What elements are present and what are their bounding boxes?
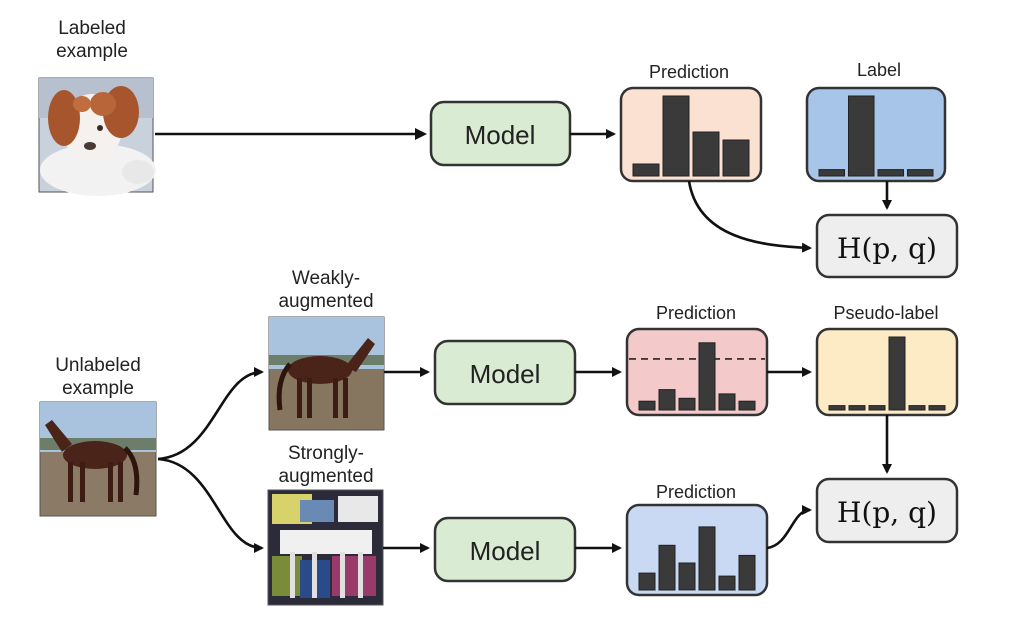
- strong-prediction-bar-1: [638, 572, 656, 591]
- top-prediction-bar-4: [722, 139, 750, 177]
- weak-prediction-bar-5: [718, 393, 736, 411]
- arrow-unlabeled-to-strong: [157, 457, 264, 553]
- unlabeled-horse-image: [39, 401, 157, 517]
- weak-prediction-bar-2: [658, 389, 676, 411]
- strong-prediction-title: Prediction: [656, 482, 736, 502]
- weak-prediction-bar-1: [638, 400, 656, 411]
- pseudo-label-bar-5: [908, 405, 926, 411]
- model-label-top: Model: [465, 120, 536, 150]
- pseudo-label-bar-2: [848, 405, 866, 411]
- top-prediction-bar-3: [692, 131, 720, 177]
- strong-caption-line1: Strongly-: [288, 443, 364, 464]
- model-label-weak: Model: [470, 359, 541, 389]
- labeled-caption-line2: example: [56, 41, 128, 62]
- loss-label-bottom: H(p, q): [837, 496, 937, 529]
- pseudo-label-bar-3: [868, 405, 886, 411]
- top-prediction-bar-2: [662, 95, 690, 177]
- label-title: Label: [857, 60, 901, 80]
- pseudo-label-bar-1: [828, 405, 846, 411]
- weak-caption-line1: Weakly-: [292, 268, 360, 289]
- top-prediction-title: Prediction: [649, 62, 729, 82]
- strong-caption-line2: augmented: [278, 466, 373, 487]
- arrow-unlabeled-to-weak: [157, 367, 264, 461]
- strong-horse-image: [267, 489, 384, 606]
- weak-horse-image: [268, 316, 385, 431]
- weak-prediction-bar-3: [678, 397, 696, 411]
- top-prediction-bars: [632, 95, 750, 177]
- label-bar-4: [907, 169, 934, 177]
- strong-prediction-bar-3: [678, 562, 696, 591]
- pseudo-label-bar-4: [888, 336, 906, 411]
- weak-prediction-bars: [638, 342, 756, 411]
- unlabeled-caption-line1: Unlabeled: [55, 355, 141, 376]
- model-box-top: Model: [429, 100, 572, 167]
- top-prediction-bar-1: [632, 163, 660, 177]
- pseudo-label-bar-6: [928, 405, 946, 411]
- loss-box-bottom: H(p, q): [815, 477, 959, 544]
- arrow-prediction-to-loss: [687, 180, 812, 253]
- weak-caption-line2: augmented: [278, 291, 373, 312]
- strong-prediction-bars: [638, 526, 756, 591]
- weak-prediction-bar-4: [698, 342, 716, 411]
- weak-prediction-bar-6: [738, 400, 756, 411]
- label-bars: [818, 95, 934, 177]
- loss-label-top: H(p, q): [837, 232, 937, 265]
- pseudo-label-box: [815, 327, 959, 417]
- labeled-caption-line1: Labeled: [58, 18, 126, 39]
- pseudo-label-bars: [828, 336, 946, 411]
- arrow-strong-prediction-to-loss: [766, 505, 812, 550]
- label-bar-2: [848, 95, 875, 177]
- model-box-weak: Model: [433, 339, 577, 406]
- pseudo-label-title: Pseudo-label: [833, 303, 938, 323]
- model-box-strong: Model: [433, 516, 577, 583]
- strong-prediction-bar-5: [718, 575, 736, 591]
- strong-prediction-bar-4: [698, 526, 716, 591]
- labeled-dog-image: [38, 77, 156, 196]
- strong-prediction-bar-2: [658, 544, 676, 591]
- label-box: [805, 86, 947, 183]
- label-bar-3: [877, 169, 904, 177]
- weak-prediction-title: Prediction: [656, 303, 736, 323]
- strong-prediction-bar-6: [738, 554, 756, 591]
- loss-box-top: H(p, q): [815, 213, 959, 279]
- model-label-strong: Model: [470, 536, 541, 566]
- label-bar-1: [818, 169, 845, 177]
- unlabeled-caption-line2: example: [62, 378, 134, 399]
